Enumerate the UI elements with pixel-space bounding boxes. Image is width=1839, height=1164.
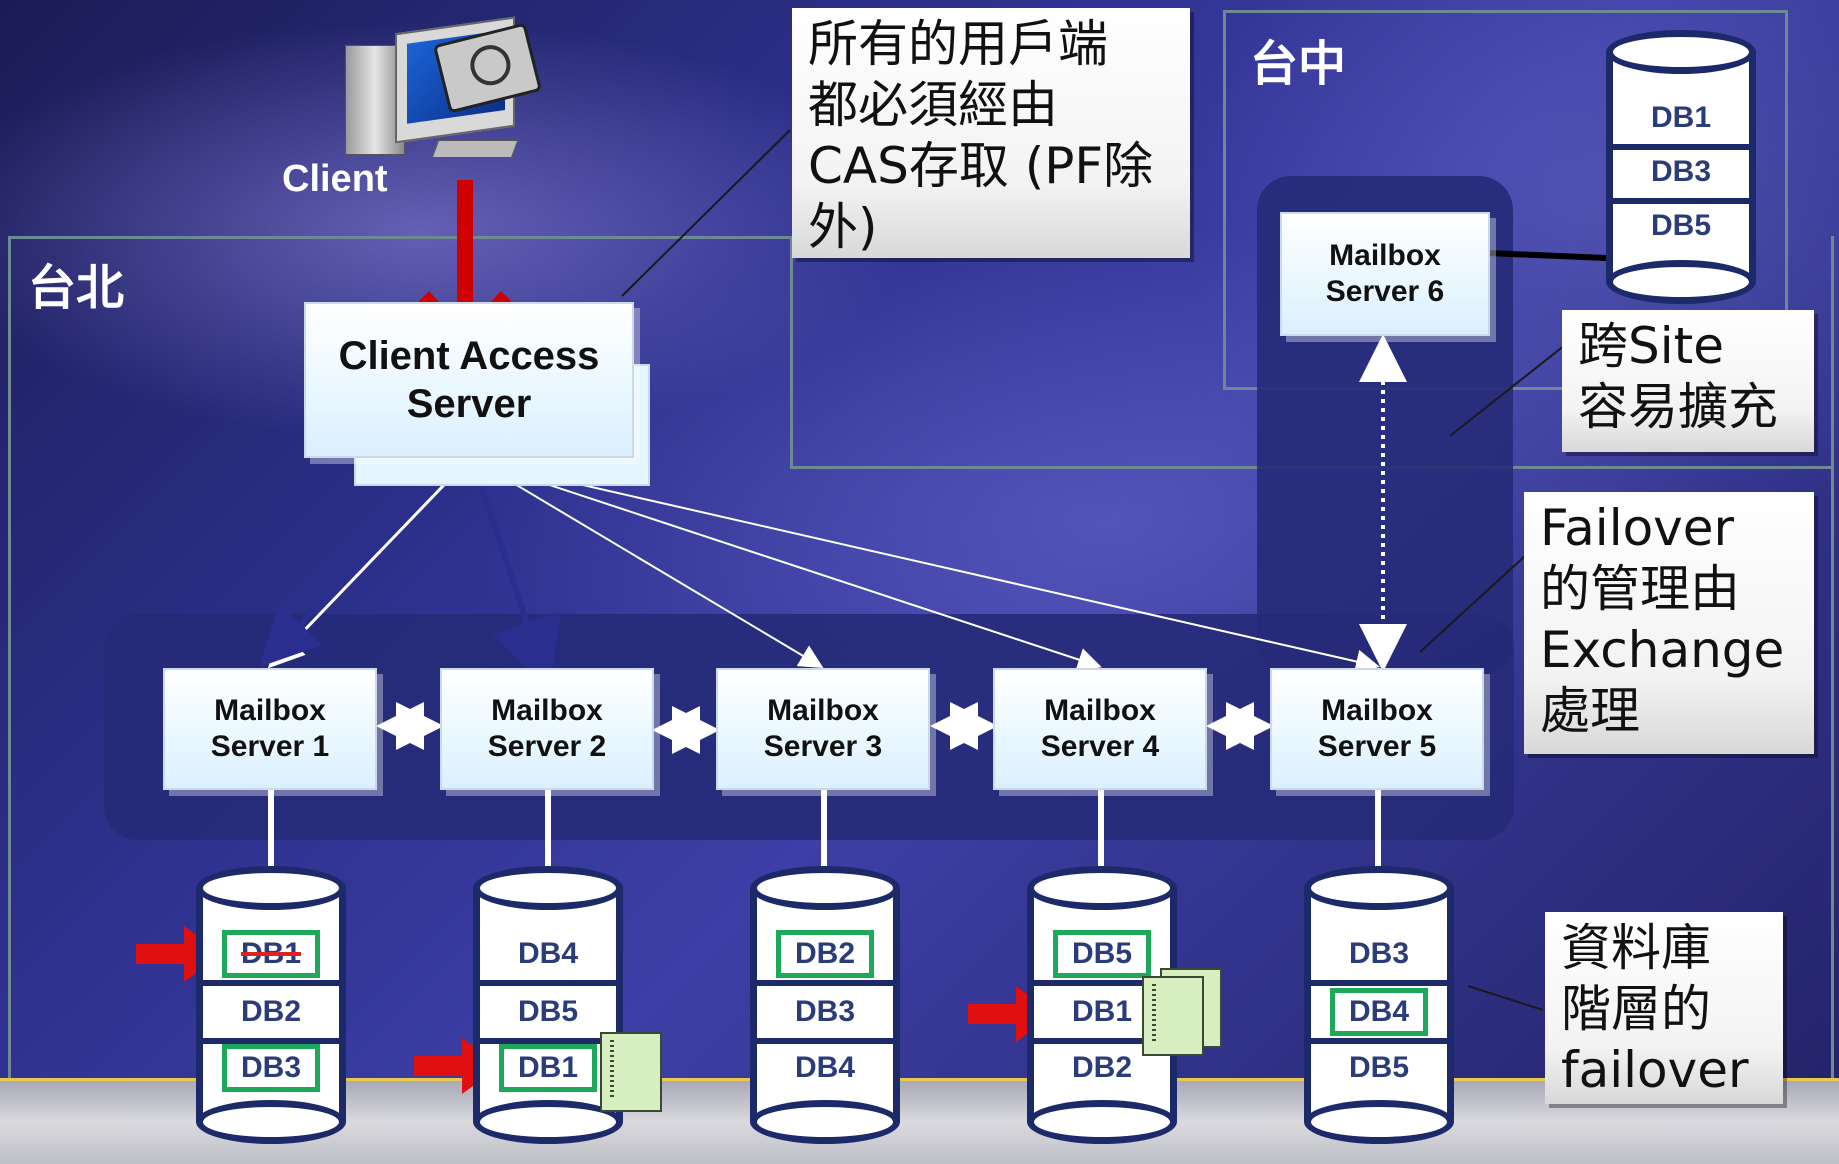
log-document-icon <box>600 1032 662 1112</box>
taichung-label: 台中 <box>1250 36 1347 92</box>
client-access-server: Client Access Server <box>304 302 634 458</box>
taipei-region-top-left <box>8 236 792 239</box>
db-label-active: DB3 <box>221 1044 320 1092</box>
db-label: DB1 <box>1613 92 1749 150</box>
cross-site-callout: 跨Site 容易擴充 <box>1562 310 1814 452</box>
db-label: DB5 <box>1650 209 1711 242</box>
db-label-active: DB4 <box>1329 988 1428 1036</box>
log-document-icon <box>1142 976 1204 1056</box>
db-failover-callout: 資料庫 階層的 failover <box>1545 912 1783 1104</box>
mailbox-server-6: Mailbox Server 6 <box>1280 212 1490 336</box>
db-label-active: DB1 <box>498 1044 597 1092</box>
database-cylinder-server6: DB1 DB3 DB5 <box>1606 30 1756 304</box>
database-cylinder-server2: DB4 DB5 DB1 <box>473 866 623 1144</box>
db-label: DB3 <box>1613 146 1749 204</box>
db-label: DB2 <box>203 986 339 1044</box>
cas-access-callout: 所有的用戶端 都必須經由 CAS存取 (PF除 外) <box>792 8 1190 258</box>
database-cylinder-server1: DB1 DB2 DB3 <box>196 866 346 1144</box>
db-label: DB3 <box>757 986 893 1044</box>
db-label: DB4 <box>794 1051 855 1084</box>
db-label: DB3 <box>1311 928 1447 986</box>
cas-callout-region-border <box>790 236 793 468</box>
db-label-active: DB2 <box>775 930 874 978</box>
database-cylinder-server5: DB3 DB4 DB5 <box>1304 866 1454 1144</box>
failover-callout: Failover 的管理由 Exchange 處理 <box>1524 492 1814 754</box>
db-label: DB2 <box>1071 1051 1132 1084</box>
db-label: DB4 <box>480 928 616 986</box>
db-label: DB5 <box>480 986 616 1044</box>
taipei-label: 台北 <box>28 260 125 316</box>
db-label: DB5 <box>1348 1051 1409 1084</box>
db-label: DB1 <box>1034 986 1170 1044</box>
client-label: Client <box>282 158 388 200</box>
db-label-active: DB5 <box>1052 930 1151 978</box>
db-label-failed: DB1 <box>221 930 320 978</box>
database-cylinder-server3: DB2 DB3 DB4 <box>750 866 900 1144</box>
client-computer-icon <box>345 15 543 165</box>
